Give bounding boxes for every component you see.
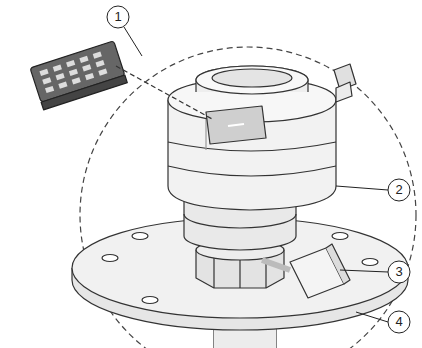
callout-circles bbox=[107, 6, 410, 333]
ir-beam bbox=[116, 66, 214, 120]
callout-number: 2 bbox=[388, 179, 410, 201]
callout-number: 4 bbox=[388, 311, 410, 333]
callout-number: 1 bbox=[107, 6, 129, 28]
callout-number: 3 bbox=[388, 261, 410, 283]
leader-lines bbox=[124, 27, 388, 322]
purge-connection bbox=[262, 244, 350, 298]
display-window bbox=[206, 106, 266, 144]
electronics-housing bbox=[168, 64, 356, 210]
handheld-programmer bbox=[30, 41, 127, 110]
